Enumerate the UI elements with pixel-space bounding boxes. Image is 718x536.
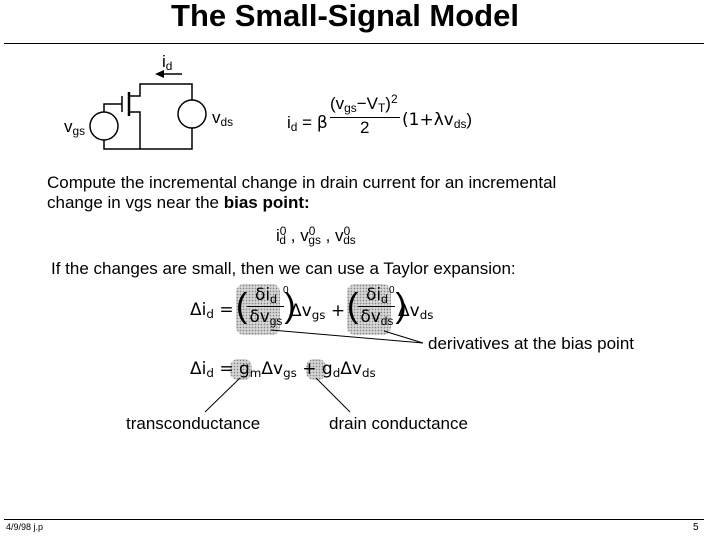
- eq1-fraction-bar: [330, 117, 400, 118]
- footer-date: 4/9/98 j.p: [6, 522, 44, 532]
- eq1-lambda-factor: (1+λvds): [402, 110, 473, 131]
- title-rule: [4, 43, 704, 44]
- vds-label: vds: [212, 108, 234, 129]
- footer-rule: [4, 519, 704, 520]
- shade-derivative-ds: [347, 284, 391, 335]
- bias-point-values: i0d , v0gs , v0ds: [276, 224, 356, 247]
- vgs-label: vgs: [64, 117, 86, 138]
- eq1-denominator: 2: [360, 118, 370, 137]
- ground-wire: [103, 128, 193, 150]
- shade-gm: [230, 359, 252, 380]
- small-signal-equation: Δid = gmΔvgs + gdΔvds: [190, 359, 376, 380]
- drain-wire: [129, 83, 193, 100]
- source-wire: [129, 111, 141, 149]
- taylor-d1-superscript: 0: [283, 285, 289, 296]
- paragraph2: If the changes are small, then we can us…: [51, 259, 516, 278]
- shade-gd: [306, 359, 326, 380]
- paragraph1-line2: change in vgs near the bias point:: [47, 193, 310, 212]
- eq1-lhs: id = β: [287, 113, 328, 134]
- derivatives-annotation: derivatives at the bias point: [428, 334, 635, 353]
- taylor-lhs: Δid =: [190, 300, 234, 321]
- eq1-numerator: (vgs−VT)2: [330, 92, 398, 115]
- drain-conductance-label: drain conductance: [329, 414, 468, 433]
- taylor-term1: Δvgs +: [290, 301, 346, 322]
- taylor-d2-superscript: 0: [389, 285, 395, 296]
- paragraph1-line1: Compute the incremental change in drain …: [47, 173, 557, 192]
- page-number: 5: [693, 522, 699, 533]
- id-current-label: id: [162, 52, 173, 73]
- gate-wire: [103, 103, 122, 112]
- transconductance-label: transconductance: [126, 414, 261, 433]
- page-title: The Small-Signal Model: [171, 0, 519, 33]
- taylor-term2: Δvds: [398, 301, 434, 322]
- shade-derivative-gs: [236, 284, 280, 335]
